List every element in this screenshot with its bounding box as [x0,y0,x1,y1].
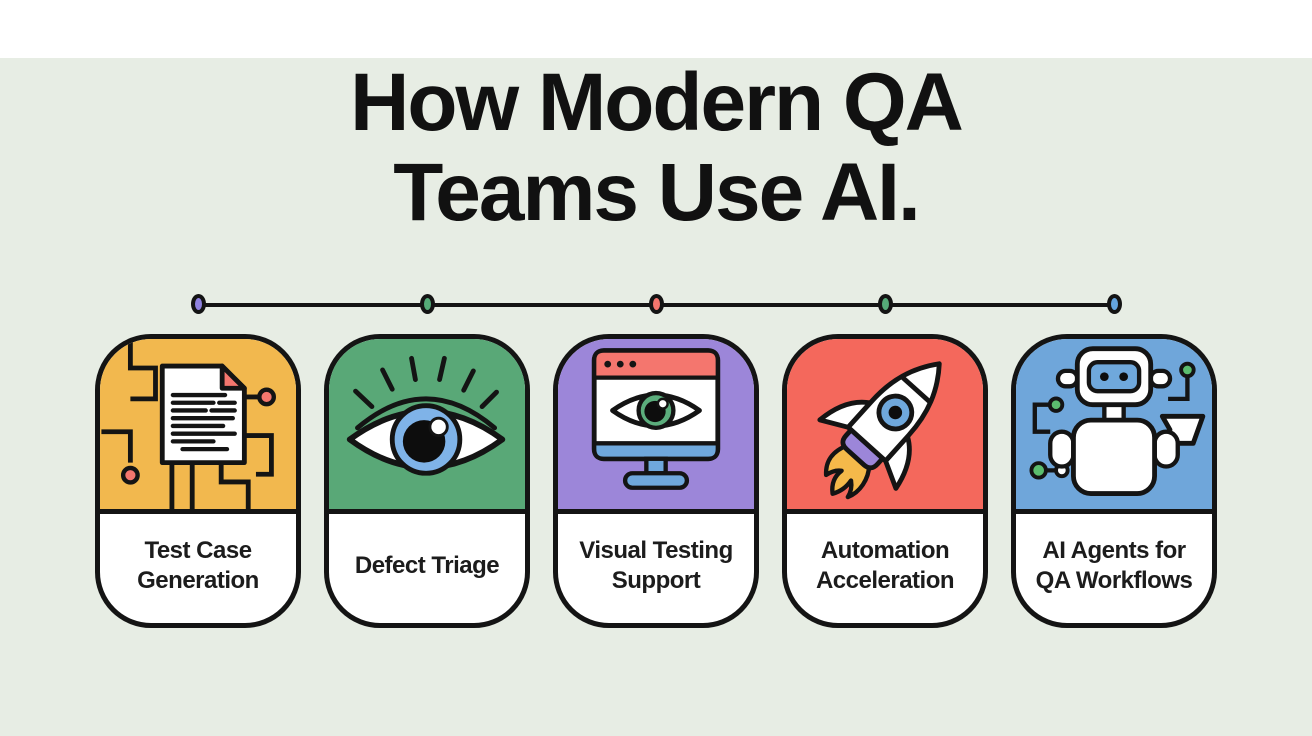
card-top-automation [787,339,983,514]
card-top-ai-agents [1016,339,1212,514]
card-visual-testing: Visual Testing Support [553,334,759,628]
card-top-defect [329,339,525,514]
timeline-dot-blue [1106,294,1122,314]
timeline-dot-purple [190,294,206,314]
card-top-test-case [100,339,296,514]
title-line-1: How Modern QA [350,57,964,148]
card-label-test-case: Test Case Generation [137,536,259,594]
cards-row: Test Case Generation [95,334,1217,628]
timeline-step-5 [1011,294,1217,316]
timeline-step-3 [553,294,759,316]
title-line-2: Teams Use AI. [393,147,920,238]
card-label-ai-agents: AI Agents for QA Workflows [1035,536,1193,594]
timeline [95,294,1217,316]
card-ai-agents: AI Agents for QA Workflows [1011,334,1217,628]
timeline-dot-green [419,294,435,314]
timeline-step-4 [782,294,988,316]
timeline-step-1 [95,294,301,316]
rocket-icon [817,361,942,500]
timeline-dot-red [648,294,664,314]
robot-icon [1029,346,1206,496]
card-defect-triage: Defect Triage [324,334,530,628]
card-automation-acceleration: Automation Acceleration [782,334,988,628]
eye-icon [346,355,506,476]
card-label-defect: Defect Triage [354,551,500,579]
card-test-case-generation: Test Case Generation [95,334,301,628]
timeline-dot-green-2 [877,294,893,314]
card-label-automation: Automation Acceleration [815,536,955,594]
card-top-visual [558,339,754,514]
timeline-step-2 [324,294,530,316]
monitor-eye-icon [591,348,721,490]
document-circuit-icon [101,339,276,509]
card-label-visual: Visual Testing Support [579,536,733,594]
